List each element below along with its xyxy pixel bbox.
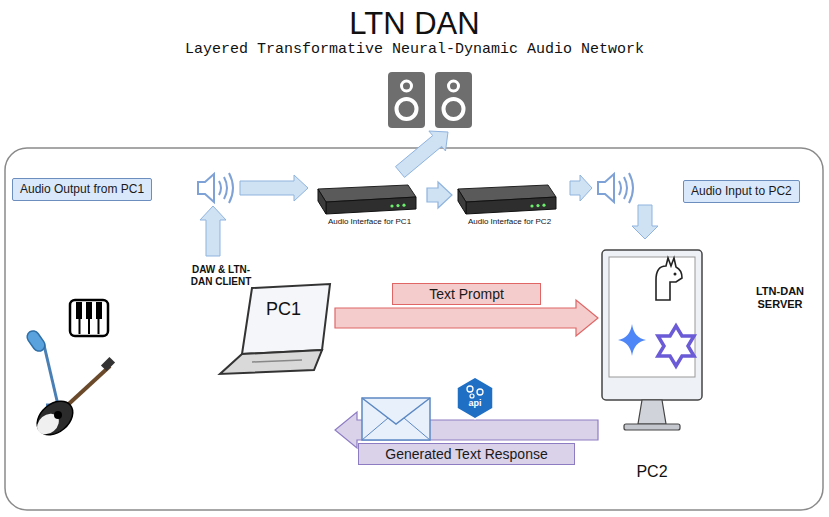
microphone-icon-part (25, 329, 47, 354)
envelope-icon-part (404, 418, 430, 440)
api-hexagon-part (457, 377, 493, 419)
piano-icon-part (70, 300, 108, 336)
audio-flow-arrow-part (200, 206, 226, 256)
audio-interface-figure-part (318, 189, 326, 214)
audio-link-arrow (427, 182, 452, 208)
client-laptop-figure-part (252, 360, 302, 362)
speaker-pair (388, 72, 472, 128)
speaker-icon-part (229, 173, 233, 203)
client-laptop: PC1 DAW & LTN-DAN CLIENT (190, 258, 335, 448)
subtitle: Layered Transformative Neural-Dynamic Au… (0, 41, 829, 58)
guitar-icon-part (33, 409, 63, 438)
audio-interface: Audio Interface for PC1 (312, 175, 427, 231)
speaker-icon (598, 173, 633, 203)
node-text: Audio Output from PC1 (20, 182, 144, 197)
audio-flow-arrow-part (632, 205, 658, 239)
server-computer-figure-part (656, 258, 682, 300)
audio-interface-figure-part (536, 204, 539, 207)
piano-icon (70, 300, 108, 336)
piano-icon-part (76, 302, 82, 319)
server-computer-figure-part (674, 273, 677, 276)
prompt-arrow (335, 300, 598, 336)
speaker-icon (198, 173, 233, 203)
node-text: Audio Interface for PC1 (312, 217, 427, 227)
client-laptop-figure-part (220, 350, 322, 374)
speaker-pair-part (397, 99, 417, 119)
piano-icon-part (88, 318, 90, 334)
api-hexagon (457, 377, 493, 419)
speaker-icon-part (198, 174, 214, 202)
envelope-icon-part (362, 418, 388, 440)
edge-label: Generated Text Response (358, 443, 574, 465)
node-text: Audio Input to PC2 (691, 184, 792, 199)
microphone-icon-part (44, 345, 58, 405)
audio-interface-figure-part (458, 189, 466, 214)
api-hexagon-part (467, 386, 473, 392)
guitar-icon-part (31, 394, 80, 441)
envelope-icon (362, 398, 430, 440)
guitar-icon-part (101, 357, 115, 371)
audio-flow-arrow (200, 131, 658, 256)
speaker-icon-part (619, 181, 621, 195)
speaker-icon-part (624, 177, 627, 199)
server-computer-figure-part (624, 424, 680, 430)
server-computer: PC2LTN-DAN SERVER (598, 240, 718, 485)
audio-interface-figure-part (396, 204, 399, 207)
node-caption: LTN-DAN SERVER (748, 285, 812, 311)
diagram-title: LTN DAN (0, 6, 829, 42)
speaker-pair-part (449, 81, 459, 91)
audio-interface-figure-part (326, 197, 416, 214)
audio-flow-arrow-part (396, 131, 449, 177)
api-hexagon-part (477, 389, 483, 395)
envelope-icon-part (362, 398, 430, 440)
audio-input-label: Audio Input to PC2 (683, 180, 800, 203)
audio-interface-figure-part (466, 197, 556, 214)
piano-icon-part (98, 318, 100, 334)
speaker-icon-part (629, 173, 633, 203)
speaker-pair-part (388, 72, 425, 128)
speaker-pair-part (435, 72, 472, 128)
node-caption: DAW & LTN-DAN CLIENT (190, 264, 252, 288)
piano-icon-part (86, 302, 92, 319)
audio-interface: Audio Interface for PC2 (452, 175, 567, 231)
server-computer-figure (598, 240, 718, 485)
speaker-icon-part (598, 174, 614, 202)
audio-output-label: Audio Output from PC1 (12, 178, 152, 201)
speaker-icon-part (224, 177, 227, 199)
api-label: api (461, 398, 489, 408)
audio-interface-figure-part (530, 204, 533, 207)
node-text: PC1 (266, 298, 301, 321)
guitar-icon-part (54, 411, 62, 419)
speaker-pair-part (444, 99, 464, 119)
audio-interface-figure-part (402, 204, 405, 207)
api-hexagon-part (470, 394, 474, 398)
client-laptop-figure-part (242, 284, 330, 354)
audio-flow-arrow-part (240, 175, 308, 201)
server-computer-figure-part (602, 250, 702, 400)
microphone-icon (25, 329, 70, 405)
audio-interface-figure-part (390, 204, 393, 207)
envelope-icon-part (362, 398, 430, 424)
server-computer-figure-part (658, 326, 694, 366)
audio-interface-figure-part (542, 204, 545, 207)
audio-flow-arrow-part (570, 175, 592, 201)
system-frame (5, 148, 823, 510)
server-computer-figure-part (618, 324, 646, 356)
guitar-icon (31, 357, 115, 442)
speaker-pair-part (402, 81, 412, 91)
piano-icon-part (79, 318, 81, 334)
node-text: Audio Interface for PC2 (452, 217, 567, 227)
edge-label: Text Prompt (392, 283, 541, 305)
piano-icon-part (96, 302, 102, 319)
speaker-icon-part (219, 181, 221, 195)
server-computer-figure-part (609, 257, 695, 377)
node-text: PC2 (598, 462, 706, 482)
server-computer-figure-part (638, 400, 666, 424)
